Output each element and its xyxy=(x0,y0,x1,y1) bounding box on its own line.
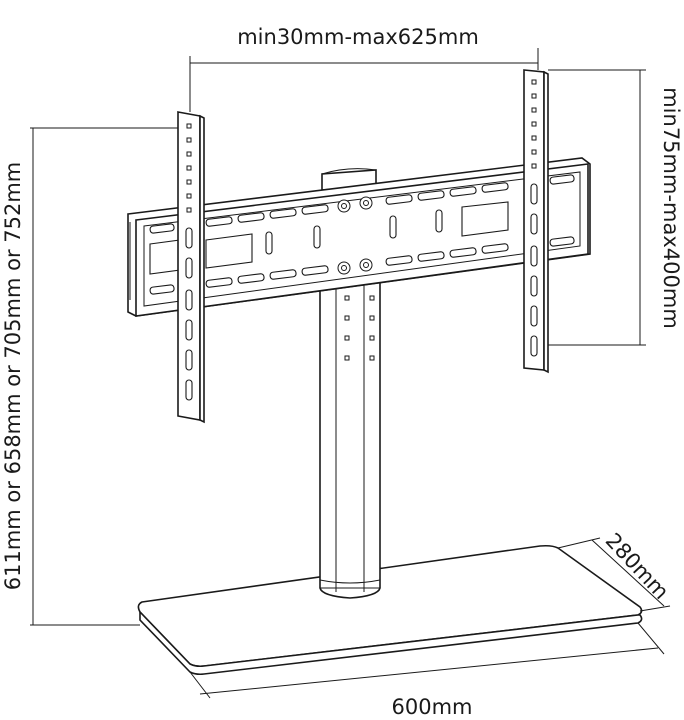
right-vesa-arm xyxy=(523,69,549,374)
bolts xyxy=(337,196,373,275)
left-height-label: 611mm or 658mm or 705mm or 752mm xyxy=(1,162,25,590)
right-height-label: min75mm-max400mm xyxy=(659,87,683,329)
mounting-plate xyxy=(127,157,591,317)
base-width-label: 600mm xyxy=(392,695,473,719)
left-vesa-arm xyxy=(177,111,205,424)
base-width-dimension: 600mm xyxy=(189,622,665,719)
top-width-label: min30mm-max625mm xyxy=(237,25,479,49)
left-height-dimension: 611mm or 658mm or 705mm or 752mm xyxy=(1,127,178,626)
right-height-dimension: min75mm-max400mm xyxy=(548,69,683,346)
top-width-dimension: min30mm-max625mm xyxy=(189,25,539,112)
base-plate xyxy=(137,544,643,676)
support-column xyxy=(319,277,381,599)
